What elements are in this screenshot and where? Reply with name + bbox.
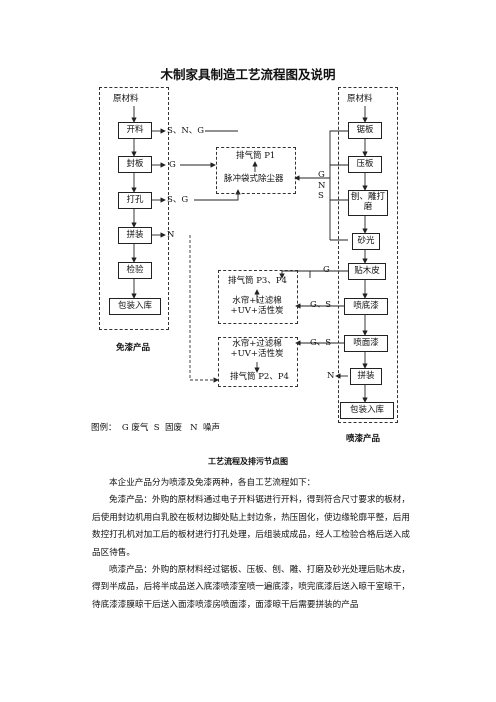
left-step-cutting: 开料 <box>118 122 152 139</box>
right-step-pressing: 压板 <box>348 156 382 173</box>
treatment-p24-stack: 排气筒 P2、P4 <box>230 372 289 382</box>
treatment-p34-stack: 排气筒 P3、P4 <box>228 276 287 286</box>
right-step-sanding: 砂光 <box>352 233 380 250</box>
left-step-assembly: 拼装 <box>118 227 152 244</box>
treatment-p1-group <box>216 147 296 194</box>
left-step-edge-banding: 封板 <box>118 156 152 173</box>
treatment-p34-group <box>218 270 298 324</box>
figure-caption: 工艺流程及排污节点图 <box>208 456 288 466</box>
right-step-assembly: 拼装 <box>350 368 382 385</box>
right-emission-3: G、S <box>310 300 332 310</box>
left-emission-4: N <box>167 230 175 240</box>
right-process-group <box>338 87 398 423</box>
right-step-primer: 喷底漆 <box>344 298 388 315</box>
left-step-packing: 包装入库 <box>109 298 161 315</box>
legend: 图例： G 废气 S 固废 N 噪声 <box>91 423 220 433</box>
right-step-planing: 刨、雕打磨 <box>348 190 388 216</box>
treatment-p1-stack: 排气筒 P1 <box>236 151 276 161</box>
page-title: 木制家具制造工艺流程图及说明 <box>160 67 336 82</box>
right-emission-5: N <box>327 371 335 381</box>
left-raw-material: 原材料 <box>113 94 139 104</box>
right-group-footer: 喷漆产品 <box>346 434 381 444</box>
left-group-footer: 免漆产品 <box>116 343 151 353</box>
left-step-drilling: 打孔 <box>118 192 152 209</box>
treatment-p24-filter: 水帘+过滤棉+UV+活性炭 <box>230 339 284 359</box>
paragraph: 免漆产品：外购的原材料通过电子开料锯进行开料，得到符合尺寸要求的板材，后使用封边… <box>92 495 410 558</box>
paragraph: 喷漆产品：外购的原材料经过锯板、压板、刨、雕、打磨及砂光处理后贴木皮，得到半成品… <box>92 565 410 610</box>
right-emission-2: G <box>323 265 330 275</box>
right-step-veneer: 贴木皮 <box>348 263 386 280</box>
left-process-group <box>99 87 169 330</box>
right-emission-4: G、S <box>310 338 332 348</box>
paragraph: 本企业产品分为喷漆及免漆两种，各自工艺流程如下： <box>109 478 316 488</box>
right-step-sawing: 锯板 <box>348 122 382 139</box>
left-emission-3: S、G <box>167 195 189 205</box>
treatment-p34-filter: 水帘+过滤棉+UV+活性炭 <box>230 296 284 316</box>
left-emission-2: G <box>169 160 176 170</box>
right-step-packing: 包装入库 <box>340 402 394 419</box>
right-raw-material: 原材料 <box>347 94 373 104</box>
right-emission-1: G N S <box>318 170 326 202</box>
left-step-inspection: 检验 <box>118 262 152 279</box>
treatment-p1-filter: 脉冲袋式除尘器 <box>224 174 284 184</box>
left-emission-1: S、N、G <box>167 126 205 136</box>
right-step-topcoat: 喷面漆 <box>344 335 388 352</box>
body-text: 本企业产品分为喷漆及免漆两种，各自工艺流程如下： 免漆产品：外购的原材料通过电子… <box>92 475 410 614</box>
treatment-p24-group <box>218 337 298 387</box>
